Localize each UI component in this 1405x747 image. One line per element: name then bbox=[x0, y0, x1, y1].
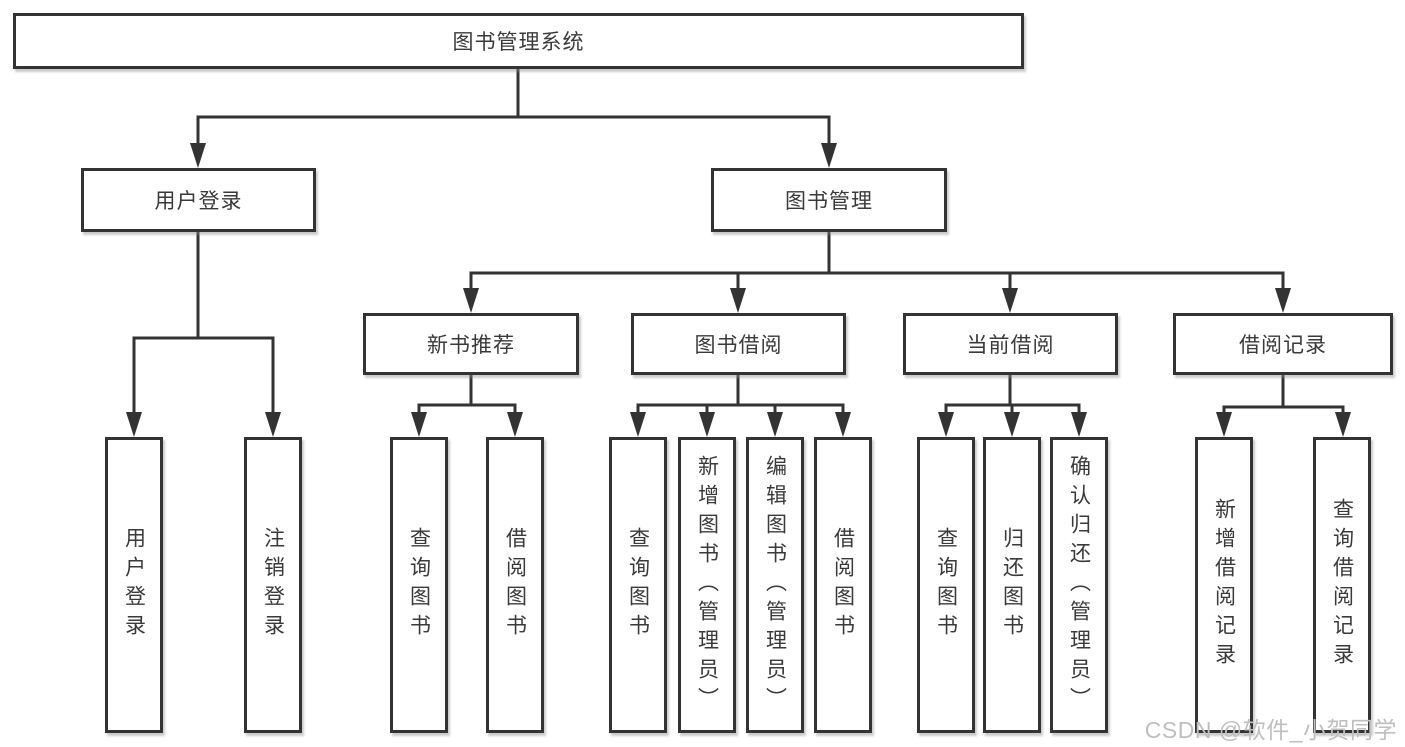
arrowhead-down-icon bbox=[1071, 412, 1087, 437]
leaf-current-query-books: 查询图书 bbox=[917, 437, 975, 733]
arrowhead-down-icon bbox=[1004, 412, 1020, 437]
node-borrow-records: 借阅记录 bbox=[1173, 313, 1393, 375]
leaf-return-books: 归还图书 bbox=[983, 437, 1041, 733]
node-new-book-recommend: 新书推荐 bbox=[363, 313, 579, 375]
leaf-user-login: 用户登录 bbox=[105, 437, 163, 733]
connector-user-login-to-leaves bbox=[126, 230, 281, 437]
leaf-confirm-return-admin: 确认归还（管理员） bbox=[1050, 437, 1108, 733]
node-root-system: 图书管理系统 bbox=[13, 13, 1024, 69]
leaf-borrow-borrow-books: 借阅图书 bbox=[814, 437, 872, 733]
arrowhead-down-icon bbox=[1335, 412, 1351, 437]
arrowhead-down-icon bbox=[265, 412, 281, 437]
arrowhead-down-icon bbox=[190, 143, 206, 168]
arrowhead-down-icon bbox=[507, 412, 523, 437]
arrowhead-down-icon bbox=[411, 412, 427, 437]
connector-root-to-level2 bbox=[190, 67, 837, 168]
connector-current-borrow-to-leaves bbox=[938, 373, 1087, 437]
leaf-logout-login: 注销登录 bbox=[244, 437, 302, 733]
node-user-login: 用户登录 bbox=[81, 168, 316, 232]
arrowhead-down-icon bbox=[630, 412, 646, 437]
arrowhead-down-icon bbox=[938, 412, 954, 437]
arrowhead-down-icon bbox=[699, 412, 715, 437]
arrowhead-down-icon bbox=[1002, 288, 1018, 313]
leaf-recommend-query-books: 查询图书 bbox=[390, 437, 448, 733]
node-book-borrow: 图书借阅 bbox=[631, 313, 846, 375]
connector-borrow-records-to-leaves bbox=[1216, 373, 1351, 437]
connector-book-management-to-level3 bbox=[463, 230, 1291, 313]
leaf-add-borrow-record: 新增借阅记录 bbox=[1195, 437, 1253, 733]
arrowhead-down-icon bbox=[463, 288, 479, 313]
arrowhead-down-icon bbox=[835, 412, 851, 437]
connector-book-borrow-to-leaves bbox=[630, 373, 851, 437]
connector-new-book-to-leaves bbox=[411, 373, 523, 437]
arrowhead-down-icon bbox=[821, 143, 837, 168]
arrowhead-down-icon bbox=[730, 288, 746, 313]
arrowhead-down-icon bbox=[767, 412, 783, 437]
leaf-query-borrow-record: 查询借阅记录 bbox=[1313, 437, 1371, 733]
arrowhead-down-icon bbox=[126, 412, 142, 437]
arrowhead-down-icon bbox=[1216, 412, 1232, 437]
leaf-edit-books-admin: 编辑图书（管理员） bbox=[746, 437, 804, 733]
node-current-borrow: 当前借阅 bbox=[903, 313, 1118, 375]
leaf-borrow-query-books: 查询图书 bbox=[609, 437, 667, 733]
arrowhead-down-icon bbox=[1275, 288, 1291, 313]
watermark-text: CSDN @软件_小贺同学 bbox=[1144, 717, 1397, 743]
leaf-recommend-borrow-books: 借阅图书 bbox=[486, 437, 544, 733]
node-book-management: 图书管理 bbox=[711, 168, 947, 232]
leaf-add-books-admin: 新增图书（管理员） bbox=[678, 437, 736, 733]
